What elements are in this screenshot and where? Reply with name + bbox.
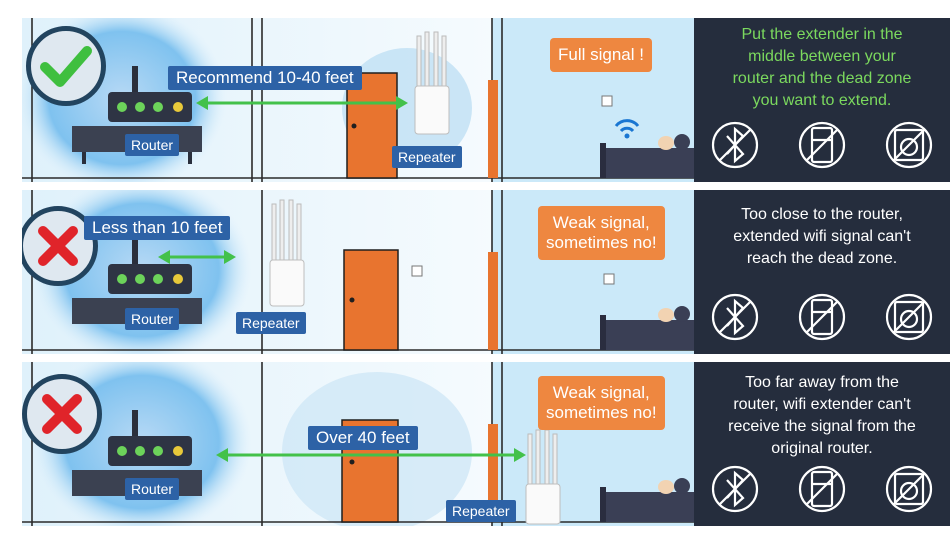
router-icon — [108, 66, 192, 122]
router-label: Router — [125, 478, 180, 500]
distance-arrow — [216, 448, 526, 462]
panel-too-far: Over 40 feet Router Repeater Weak signal… — [22, 362, 950, 526]
repeater-icon — [525, 429, 561, 525]
warning-icons — [694, 462, 950, 516]
router-icon — [108, 410, 192, 466]
no-refrigerator-icon — [798, 293, 846, 341]
distance-arrow — [196, 96, 408, 110]
info-text: Put the extender in the middle between y… — [732, 26, 912, 109]
scene: Over 40 feet Router Repeater Weak signal… — [22, 362, 694, 526]
no-bluetooth-icon — [711, 121, 759, 169]
repeater-label: Repeater — [392, 146, 462, 168]
cross-icon — [42, 394, 82, 434]
bed-icon — [600, 306, 694, 350]
no-bluetooth-icon — [711, 465, 759, 513]
scene: Recommend 10-40 feet Router Repeater Ful… — [22, 18, 694, 182]
repeater-icon — [269, 199, 305, 307]
status-badge — [26, 26, 106, 106]
panel-too-close: Less than 10 feet Router Repeater Weak s… — [22, 190, 950, 354]
info-text: Too close to the router, extended wifi s… — [733, 206, 911, 267]
warning-icons — [694, 118, 950, 172]
signal-bubble: Weak signal, sometimes no! — [538, 376, 665, 430]
no-microwave-icon — [885, 465, 933, 513]
no-microwave-icon — [885, 293, 933, 341]
no-refrigerator-icon — [798, 465, 846, 513]
repeater-label: Repeater — [236, 312, 306, 334]
scene: Less than 10 feet Router Repeater Weak s… — [22, 190, 694, 354]
check-icon — [40, 46, 92, 87]
distance-label: Over 40 feet — [308, 426, 418, 450]
distance-label: Less than 10 feet — [84, 216, 231, 240]
info-box: Put the extender in the middle between y… — [694, 18, 950, 182]
distance-arrow — [158, 250, 236, 264]
bed-icon — [600, 134, 694, 178]
no-microwave-icon — [885, 121, 933, 169]
no-refrigerator-icon — [798, 121, 846, 169]
signal-bubble: Full signal ! — [550, 38, 652, 72]
warning-icons — [694, 290, 950, 344]
router-label: Router — [125, 134, 180, 156]
status-badge — [22, 374, 102, 454]
distance-label: Recommend 10-40 feet — [168, 66, 362, 90]
cross-icon — [38, 226, 78, 266]
panel-recommended: Recommend 10-40 feet Router Repeater Ful… — [22, 18, 950, 182]
info-text: Too far away from the router, wifi exten… — [728, 374, 916, 457]
repeater-icon — [414, 31, 450, 135]
bed-icon — [600, 478, 694, 522]
info-box: Too close to the router, extended wifi s… — [694, 190, 950, 354]
signal-bubble: Weak signal, sometimes no! — [538, 206, 665, 260]
info-box: Too far away from the router, wifi exten… — [694, 362, 950, 526]
wifi-icon — [614, 119, 640, 133]
repeater-label: Repeater — [446, 500, 516, 522]
no-bluetooth-icon — [711, 293, 759, 341]
router-icon — [108, 238, 192, 294]
router-label: Router — [125, 308, 180, 330]
